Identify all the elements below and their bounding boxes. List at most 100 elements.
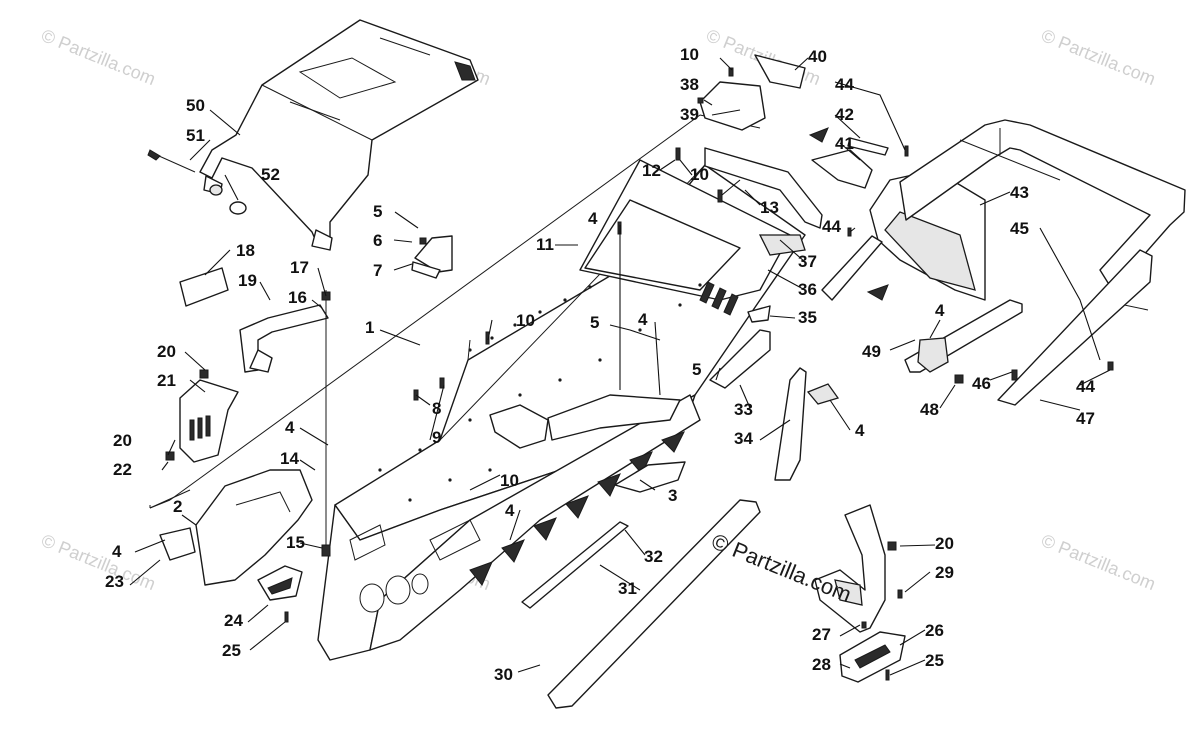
callout-13: 13 xyxy=(760,198,779,217)
callout-40: 40 xyxy=(808,47,827,66)
callout-48: 48 xyxy=(920,400,939,419)
callout-22: 22 xyxy=(113,460,132,479)
callout-12: 12 xyxy=(642,161,661,180)
callout-4: 4 xyxy=(505,501,515,520)
tail-light-lens xyxy=(884,211,976,291)
heat-shield-vents xyxy=(189,415,211,441)
callout-34: 34 xyxy=(734,429,753,448)
callout-10: 10 xyxy=(680,45,699,64)
callout-20: 20 xyxy=(113,431,132,450)
callout-4: 4 xyxy=(588,209,598,228)
callout-8: 8 xyxy=(432,399,441,418)
bolt-part xyxy=(321,544,331,557)
callout-45: 45 xyxy=(1010,219,1029,238)
callout-49: 49 xyxy=(862,342,881,361)
bracket-part xyxy=(699,81,766,131)
callout-20: 20 xyxy=(935,534,954,553)
callout-10: 10 xyxy=(690,165,709,184)
watermark-center: © Partzilla.com xyxy=(708,528,855,607)
callout-4: 4 xyxy=(638,310,648,329)
cover-part xyxy=(179,267,229,307)
callout-15: 15 xyxy=(286,533,305,552)
callout-6: 6 xyxy=(373,231,382,250)
spacer-part xyxy=(806,383,840,405)
foot-bracket-part xyxy=(814,504,886,633)
callout-28: 28 xyxy=(812,655,831,674)
callout-2: 2 xyxy=(173,497,182,516)
bracket-part xyxy=(411,261,441,279)
callout-25: 25 xyxy=(925,651,944,670)
callout-31: 31 xyxy=(618,579,637,598)
footrest-insert xyxy=(854,644,891,669)
callout-4: 4 xyxy=(935,301,945,320)
front-bracket-part xyxy=(195,469,313,586)
callout-1: 1 xyxy=(365,318,374,337)
watermark: © Partzilla.com xyxy=(1039,530,1159,594)
heat-shield-bracket xyxy=(249,349,273,373)
callout-21: 21 xyxy=(157,371,176,390)
callout-20: 20 xyxy=(157,342,176,361)
callout-5: 5 xyxy=(373,202,382,221)
seat-grommet-washer xyxy=(209,184,223,196)
bracket-part xyxy=(758,234,806,256)
seat-grommet xyxy=(229,201,247,215)
callout-46: 46 xyxy=(972,374,991,393)
tunnel-assembly xyxy=(317,159,806,661)
strip-part xyxy=(774,367,807,481)
callout-5: 5 xyxy=(590,313,599,332)
footrest-cover-insert xyxy=(267,577,293,595)
callout-labels: 1 2 3 4 4 4 4 4 4 4 5 5 5 6 7 8 9 10 10 … xyxy=(105,45,1095,684)
callout-10: 10 xyxy=(516,311,535,330)
callout-42: 42 xyxy=(835,105,854,124)
callout-16: 16 xyxy=(288,288,307,307)
rear-brace-part xyxy=(704,147,823,229)
callout-51: 51 xyxy=(186,126,205,145)
callout-50: 50 xyxy=(186,96,205,115)
callout-4: 4 xyxy=(855,421,865,440)
plate-part xyxy=(614,461,686,493)
rail-part xyxy=(821,235,883,301)
callout-4: 4 xyxy=(285,418,295,437)
callout-35: 35 xyxy=(798,308,817,327)
callout-33: 33 xyxy=(734,400,753,419)
leader-lines xyxy=(129,57,1111,676)
callout-24: 24 xyxy=(224,611,243,630)
callout-23: 23 xyxy=(105,572,124,591)
callout-27: 27 xyxy=(812,625,831,644)
seat-pin xyxy=(147,149,196,173)
arrow-decal xyxy=(808,127,829,143)
callout-14: 14 xyxy=(280,449,299,468)
bracket-part xyxy=(754,54,806,89)
watermark: © Partzilla.com xyxy=(39,530,159,594)
callout-5: 5 xyxy=(692,360,701,379)
callout-17: 17 xyxy=(290,258,309,277)
callout-26: 26 xyxy=(925,621,944,640)
bar-bracket xyxy=(917,337,949,373)
cross-shaft-part xyxy=(521,521,629,609)
callout-29: 29 xyxy=(935,563,954,582)
callout-19: 19 xyxy=(238,271,257,290)
bracket-part xyxy=(709,329,771,389)
callout-18: 18 xyxy=(236,241,255,260)
clip-part xyxy=(747,305,771,323)
rear-bar-part xyxy=(547,499,761,709)
callout-44: 44 xyxy=(835,75,854,94)
callout-3: 3 xyxy=(668,486,677,505)
callout-4: 4 xyxy=(112,542,122,561)
watermark: © Partzilla.com xyxy=(1039,25,1159,89)
callout-11: 11 xyxy=(536,235,554,254)
callout-52: 52 xyxy=(261,165,280,184)
label-part xyxy=(847,137,889,156)
callout-30: 30 xyxy=(494,665,513,684)
bracket-part xyxy=(811,149,873,189)
callout-7: 7 xyxy=(373,261,382,280)
arrow-decal xyxy=(866,284,889,301)
heat-shield-bracket xyxy=(239,304,329,373)
callout-47: 47 xyxy=(1076,409,1095,428)
callout-38: 38 xyxy=(680,75,699,94)
foot-bracket-insert xyxy=(834,579,863,606)
callout-44: 44 xyxy=(1076,377,1095,396)
callout-9: 9 xyxy=(432,428,441,447)
callout-37: 37 xyxy=(798,252,817,271)
